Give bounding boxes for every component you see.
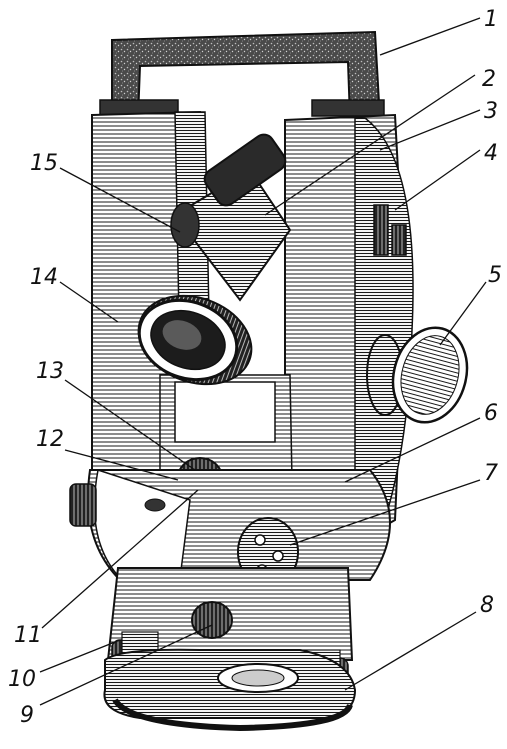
callout-2: 2 bbox=[482, 67, 496, 92]
illumination-mirror bbox=[366, 326, 469, 424]
callout-12: 12 bbox=[36, 427, 64, 452]
callout-4: 4 bbox=[484, 141, 498, 166]
telescope bbox=[137, 133, 292, 386]
callout-7: 7 bbox=[484, 461, 498, 486]
callout-11: 11 bbox=[14, 623, 42, 648]
callout-9: 9 bbox=[20, 703, 34, 728]
callout-6: 6 bbox=[484, 401, 498, 426]
yoke bbox=[159, 374, 293, 481]
callout-8: 8 bbox=[480, 593, 494, 618]
alidade-housing bbox=[69, 469, 391, 581]
base-plate bbox=[103, 648, 357, 732]
callout-10: 10 bbox=[8, 667, 36, 692]
callout-14: 14 bbox=[30, 265, 58, 290]
micrometer-knobs bbox=[373, 204, 407, 256]
carrying-handle bbox=[99, 30, 385, 122]
leader-lines bbox=[39, 17, 487, 706]
callout-5: 5 bbox=[488, 263, 502, 288]
callout-1: 1 bbox=[484, 7, 498, 32]
callout-3: 3 bbox=[484, 99, 498, 124]
focus-knob bbox=[170, 202, 200, 248]
callout-13: 13 bbox=[36, 359, 64, 384]
callout-15: 15 bbox=[30, 151, 58, 176]
